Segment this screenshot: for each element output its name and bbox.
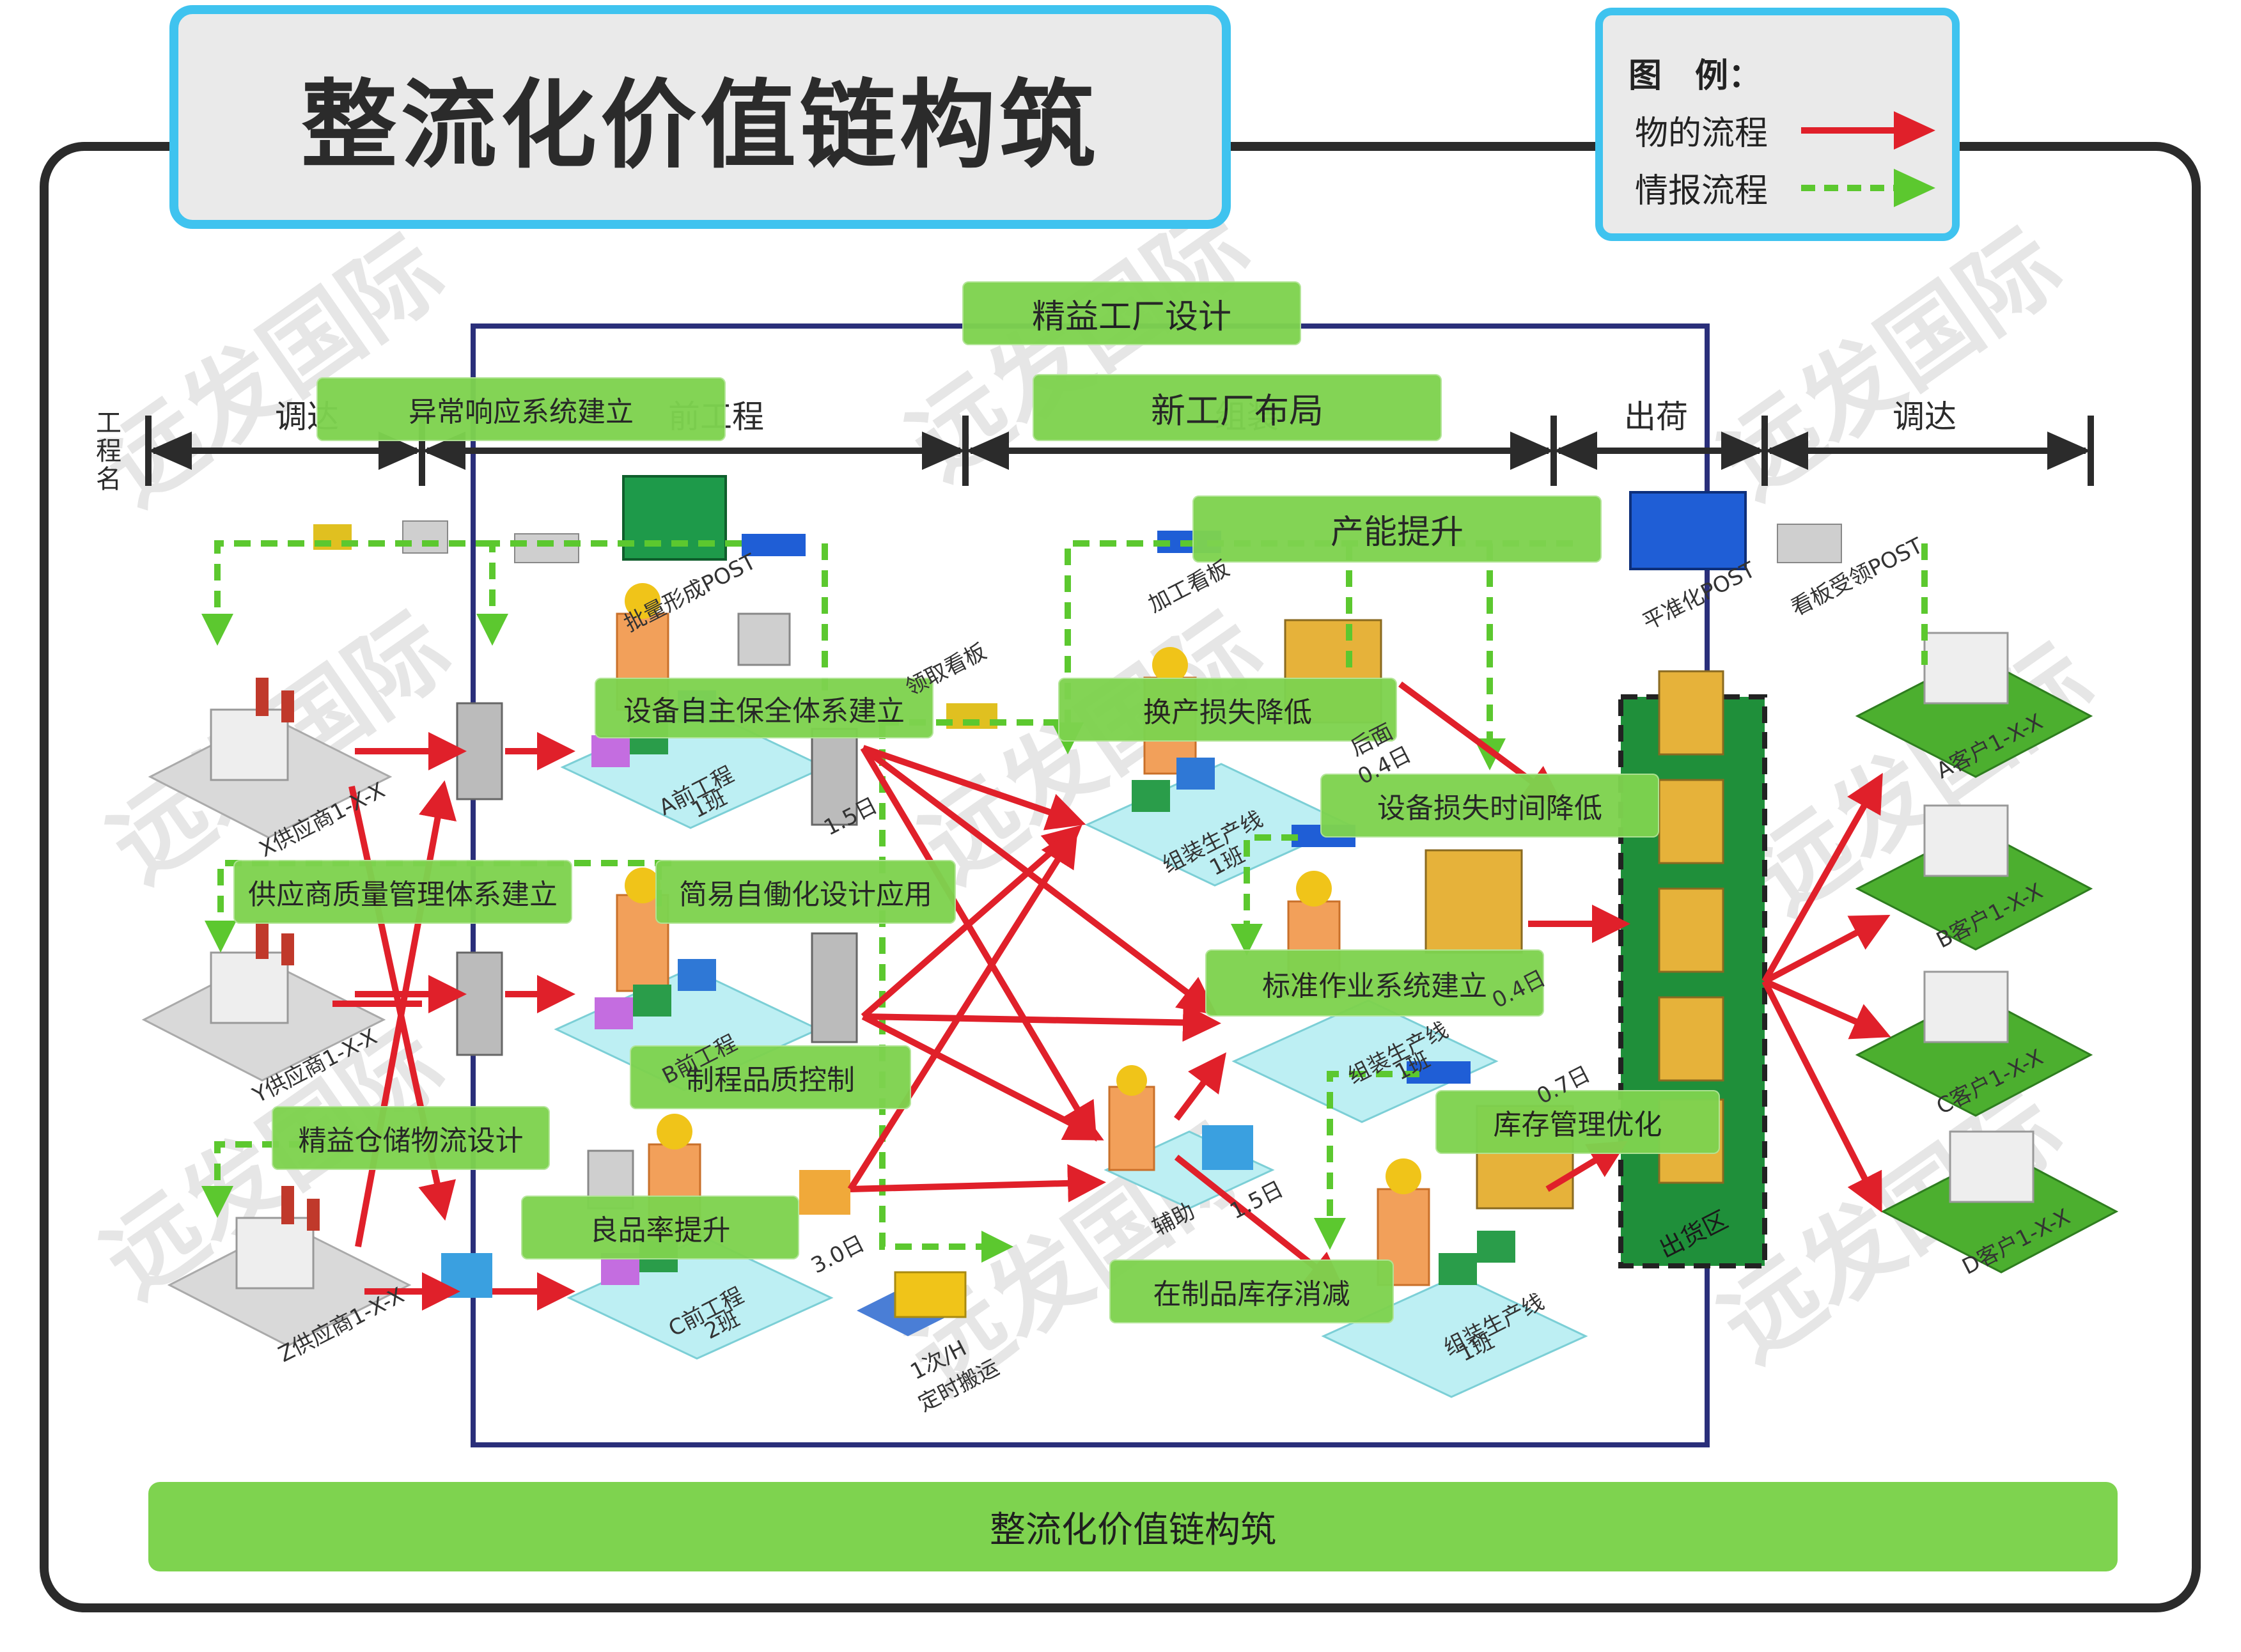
label-yield: 良品率提升 <box>521 1196 799 1259</box>
customer-b <box>1855 804 2093 951</box>
legend-title: 图 例： <box>1628 57 1762 95</box>
level-post <box>1629 491 1747 570</box>
legend-material-arrowhead <box>1894 111 1935 150</box>
bottom-banner: 整流化价值链构筑 <box>148 1482 2118 1571</box>
legend-material-label: 物的流程 <box>1635 114 1769 153</box>
label-lean-warehouse: 精益仓储物流设计 <box>272 1106 550 1170</box>
title-box: 整流化价值链构筑 <box>169 5 1231 229</box>
label-equipment-loss: 设备损失时间降低 <box>1320 774 1659 838</box>
page-title: 整流化价值链构筑 <box>301 70 1099 182</box>
batch-post <box>622 475 727 561</box>
phase-dimension-arrowheads <box>148 432 2091 470</box>
phase-shipping: 出荷 <box>1624 398 1688 435</box>
label-inventory: 库存管理优化 <box>1435 1090 1720 1154</box>
side-label: 工程名 <box>96 409 121 494</box>
label-lean-factory: 精益工厂设计 <box>962 281 1301 345</box>
label-automation: 简易自働化设计应用 <box>655 860 956 924</box>
label-capacity: 产能提升 <box>1192 495 1602 563</box>
supplier-z <box>167 1186 412 1347</box>
mixed-bins <box>441 1125 1253 1298</box>
legend-info-arrowhead <box>1894 169 1935 207</box>
label-abnormal-response: 异常响应系统建立 <box>316 377 726 441</box>
label-new-layout: 新工厂布局 <box>1033 374 1442 441</box>
label-changeover: 换产损失降低 <box>1058 678 1397 742</box>
legend: 图 例： 物的流程 情报流程 <box>1595 8 1960 241</box>
transport-truck <box>857 1271 967 1336</box>
phase-procure-right: 调达 <box>1893 398 1956 435</box>
label-standard-work: 标准作业系统建立 <box>1205 949 1544 1017</box>
legend-arrows <box>1801 111 1935 207</box>
label-tpm: 设备自主保全体系建立 <box>595 678 933 738</box>
customer-d <box>1880 1130 2119 1274</box>
label-supplier-quality: 供应商质量管理体系建立 <box>233 860 572 924</box>
legend-info-label: 情报流程 <box>1635 172 1769 210</box>
supplier-x <box>148 678 393 839</box>
label-process-quality: 制程品质控制 <box>630 1045 911 1109</box>
customer-a <box>1855 632 2093 778</box>
label-wip: 在制品库存消减 <box>1109 1259 1394 1323</box>
supplier-y <box>141 921 386 1082</box>
customer-c <box>1855 970 2093 1117</box>
assembly2-station <box>1231 849 1523 1123</box>
